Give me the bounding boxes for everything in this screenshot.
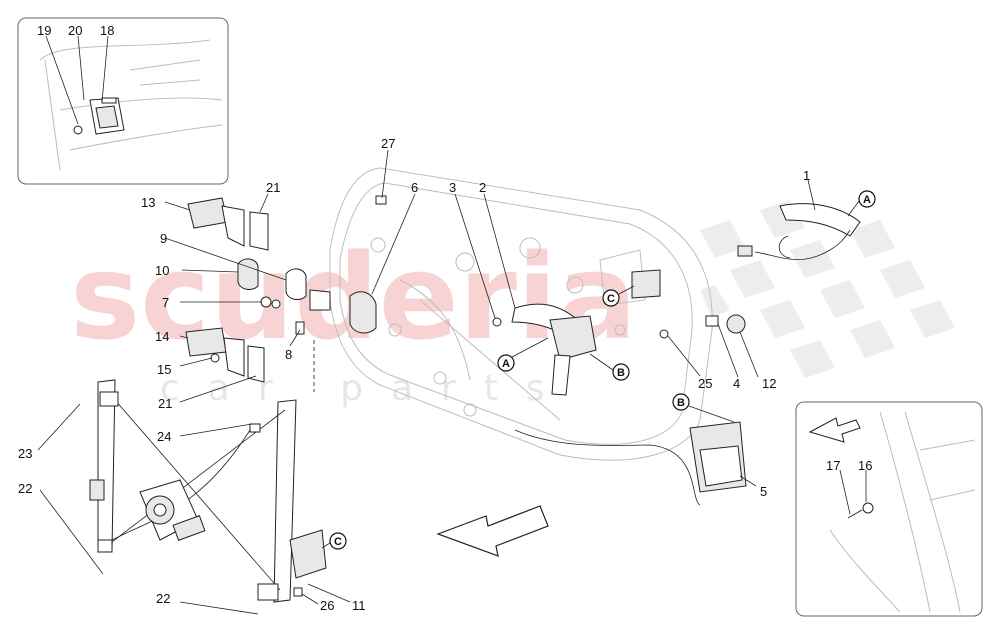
callout-1: 1 xyxy=(803,168,810,183)
ref-c-door: C xyxy=(607,293,615,305)
lock-and-handle-parts xyxy=(249,195,861,597)
callout-18: 18 xyxy=(100,23,114,38)
callout-21-bottom: 21 xyxy=(158,396,172,411)
direction-arrow-icon xyxy=(808,417,861,443)
callout-14: 14 xyxy=(155,329,169,344)
callout-20: 20 xyxy=(68,23,82,38)
callout-8: 8 xyxy=(285,347,292,362)
hinge-parts xyxy=(185,197,377,383)
callout-9: 9 xyxy=(160,231,167,246)
ref-a-handle: A xyxy=(863,194,871,206)
callout-6: 6 xyxy=(411,180,418,195)
watermark-subtitle: car parts xyxy=(160,368,573,409)
callout-19: 19 xyxy=(37,23,51,38)
ref-b-lock: B xyxy=(617,367,625,379)
callout-5: 5 xyxy=(760,484,767,499)
callout-11: 11 xyxy=(352,598,366,613)
ref-a-lock: A xyxy=(502,358,510,370)
direction-arrow-icon xyxy=(436,505,549,557)
ref-c-regulator: C xyxy=(334,536,342,548)
callout-22-left: 22 xyxy=(18,481,32,496)
window-regulator xyxy=(89,379,327,603)
callout-23: 23 xyxy=(18,446,32,461)
leader-lines xyxy=(37,35,867,615)
callout-21-top: 21 xyxy=(266,180,280,195)
callout-3: 3 xyxy=(449,180,456,195)
inset-pillar-view xyxy=(795,401,983,617)
callout-24: 24 xyxy=(157,429,171,444)
callout-7: 7 xyxy=(162,295,169,310)
callout-15: 15 xyxy=(157,362,171,377)
callout-10: 10 xyxy=(155,263,169,278)
callout-16: 16 xyxy=(858,458,872,473)
checkered-flag-icon xyxy=(700,200,955,378)
callout-26: 26 xyxy=(320,598,334,613)
callout-labels: 1 2 3 4 5 6 7 8 9 10 11 12 13 14 15 16 1… xyxy=(18,23,872,613)
callout-22-bottom: 22 xyxy=(156,591,170,606)
ref-b-cable: B xyxy=(677,397,685,409)
callout-27: 27 xyxy=(381,136,395,151)
callout-13: 13 xyxy=(141,195,155,210)
door-shell xyxy=(329,167,713,461)
callout-12: 12 xyxy=(762,376,776,391)
inset-door-handle-view xyxy=(17,17,229,185)
callout-25: 25 xyxy=(698,376,712,391)
reference-markers: A A B B C C xyxy=(321,190,876,550)
callout-2: 2 xyxy=(479,180,486,195)
callout-17: 17 xyxy=(826,458,840,473)
callout-4: 4 xyxy=(733,376,740,391)
